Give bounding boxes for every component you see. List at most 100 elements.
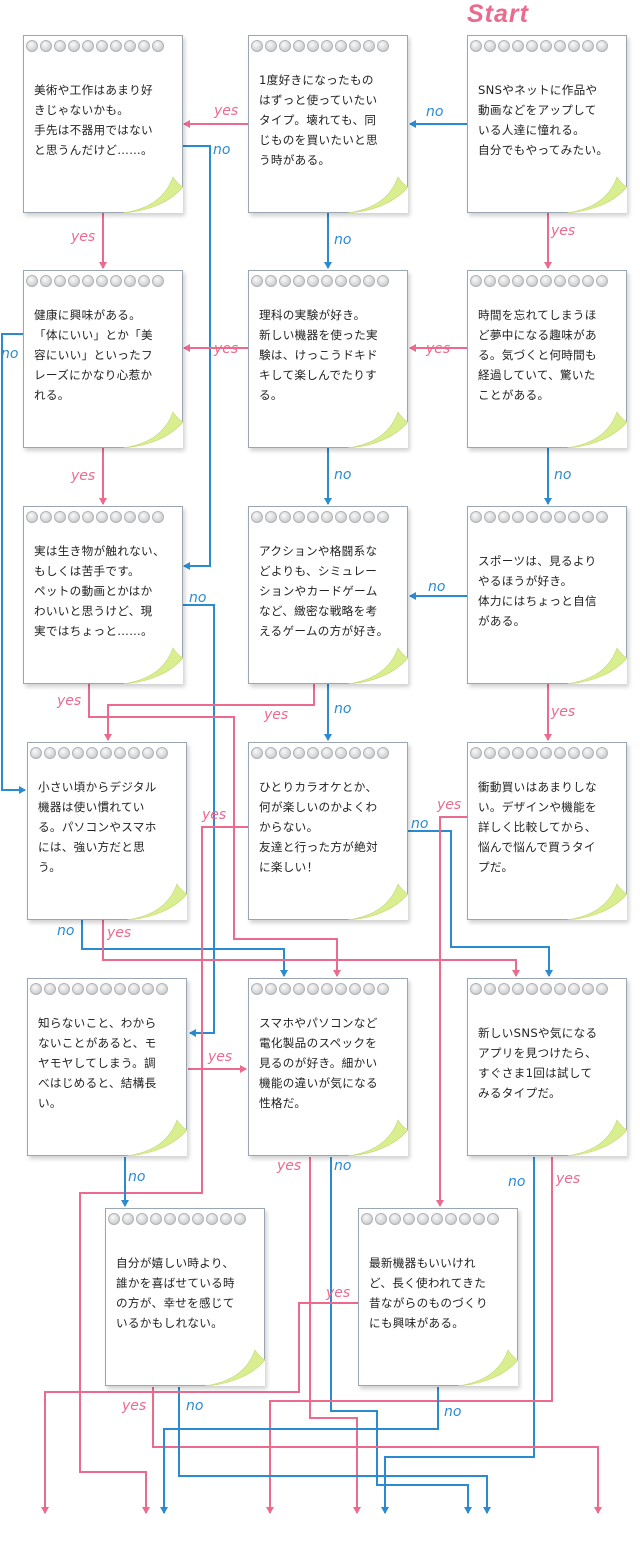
edge-q13-no xyxy=(381,1157,535,1514)
binder-ring-icon xyxy=(279,40,291,52)
binder-ring-icon xyxy=(363,511,375,523)
binder-ring-icon xyxy=(100,983,112,995)
binder-ring-icon xyxy=(96,40,108,52)
binder-ring-icon xyxy=(568,511,580,523)
question-text: 自分が嬉しい時より、 誰かを喜ばせている時 の方が、幸せを感じて いるかもしれな… xyxy=(116,1256,235,1330)
question-card-q8: アクションや格闘系な どよりも、シミュレー ションやカードゲーム など、緻密な戦… xyxy=(248,506,408,684)
binder-ring-icon xyxy=(498,275,510,287)
binder-ring-icon xyxy=(68,275,80,287)
edge-label-no: no xyxy=(426,104,443,120)
page-curl-icon xyxy=(348,411,408,448)
binder-ring-icon xyxy=(44,747,56,759)
question-text: スマホやパソコンなど 電化製品のスペックを 見るのが好き。細かい 機能の違いが気… xyxy=(259,1016,378,1110)
binder-ring-icon xyxy=(72,983,84,995)
binder-ring-icon xyxy=(582,40,594,52)
binder-ring-icon xyxy=(40,40,52,52)
edge-label-yes: yes xyxy=(276,1158,301,1174)
binder-rings xyxy=(108,1213,246,1225)
page-curl-icon xyxy=(348,1119,408,1156)
binder-ring-icon xyxy=(114,983,126,995)
binder-ring-icon xyxy=(582,983,594,995)
binder-ring-icon xyxy=(265,511,277,523)
binder-ring-icon xyxy=(307,983,319,995)
binder-ring-icon xyxy=(40,511,52,523)
binder-ring-icon xyxy=(82,275,94,287)
edge-q6-no xyxy=(1,333,26,794)
binder-ring-icon xyxy=(431,1213,443,1225)
question-card-q9: 実は生き物が触れない、 もしくは苦手です。 ペットの動画とかはか わいいと思うけ… xyxy=(23,506,183,684)
binder-rings xyxy=(470,983,608,995)
edge-label-no: no xyxy=(189,590,206,606)
binder-ring-icon xyxy=(265,747,277,759)
edge-label-no: no xyxy=(334,701,351,717)
binder-ring-icon xyxy=(321,511,333,523)
question-text: 新しいSNSや気になる アプリを見つけたら、 すぐさま1回は試して みるタイプだ… xyxy=(478,1026,598,1100)
binder-ring-icon xyxy=(58,747,70,759)
question-card-q10: 衝動買いはあまりしな い。デザインや機能を 詳しく比較してから、 悩んで悩んで買… xyxy=(467,742,627,920)
binder-ring-icon xyxy=(110,275,122,287)
binder-ring-icon xyxy=(44,983,56,995)
binder-ring-icon xyxy=(349,275,361,287)
page-curl-icon xyxy=(348,176,408,213)
binder-ring-icon xyxy=(293,747,305,759)
binder-ring-icon xyxy=(540,511,552,523)
question-text: 最新機器もいいけれ ど、長く使われてきた 昔ながらのものづくり にも興味がある。 xyxy=(369,1256,488,1330)
binder-ring-icon xyxy=(484,275,496,287)
binder-ring-icon xyxy=(512,511,524,523)
binder-ring-icon xyxy=(349,983,361,995)
edge-label-yes: yes xyxy=(106,925,131,941)
binder-ring-icon xyxy=(498,747,510,759)
binder-rings xyxy=(30,983,168,995)
question-card-q5: 理科の実験が好き。 新しい機器を使った実 験は、けっこうドキド キして楽しんでた… xyxy=(248,270,408,448)
binder-ring-icon xyxy=(30,983,42,995)
question-text: 1度好きになったもの はずっと使っていたい タイプ。壊れても、同 じものを買いた… xyxy=(259,73,378,167)
binder-ring-icon xyxy=(554,40,566,52)
binder-ring-icon xyxy=(526,511,538,523)
binder-ring-icon xyxy=(142,983,154,995)
binder-ring-icon xyxy=(582,275,594,287)
binder-ring-icon xyxy=(68,511,80,523)
binder-ring-icon xyxy=(335,40,347,52)
question-card-q16: 自分が嬉しい時より、 誰かを喜ばせている時 の方が、幸せを感じて いるかもしれな… xyxy=(105,1208,265,1386)
binder-ring-icon xyxy=(484,40,496,52)
question-card-q13: 新しいSNSや気になる アプリを見つけたら、 すぐさま1回は試して みるタイプだ… xyxy=(467,978,627,1156)
edge-q3-no xyxy=(182,145,211,570)
binder-ring-icon xyxy=(293,275,305,287)
question-text: 理科の実験が好き。 新しい機器を使った実 験は、けっこうドキド キして楽しんでた… xyxy=(259,308,378,402)
binder-ring-icon xyxy=(142,747,154,759)
binder-ring-icon xyxy=(526,747,538,759)
binder-ring-icon xyxy=(554,275,566,287)
page-curl-icon xyxy=(458,1349,518,1386)
edge-label-yes: yes xyxy=(550,704,575,720)
edge-q17-no xyxy=(160,1387,439,1514)
binder-ring-icon xyxy=(86,747,98,759)
edge-label-no: no xyxy=(334,1158,351,1174)
binder-ring-icon xyxy=(54,511,66,523)
binder-ring-icon xyxy=(114,747,126,759)
binder-ring-icon xyxy=(487,1213,499,1225)
binder-ring-icon xyxy=(568,747,580,759)
binder-ring-icon xyxy=(124,275,136,287)
binder-ring-icon xyxy=(136,1213,148,1225)
binder-rings xyxy=(251,275,389,287)
edge-label-no: no xyxy=(186,1398,203,1414)
binder-ring-icon xyxy=(152,40,164,52)
question-card-q2: 1度好きになったもの はずっと使っていたい タイプ。壊れても、同 じものを買いた… xyxy=(248,35,408,213)
edge-label-yes: yes xyxy=(263,707,288,723)
binder-ring-icon xyxy=(152,275,164,287)
binder-ring-icon xyxy=(470,511,482,523)
binder-ring-icon xyxy=(156,747,168,759)
binder-ring-icon xyxy=(526,983,538,995)
edge-label-no: no xyxy=(128,1169,145,1185)
binder-ring-icon xyxy=(265,40,277,52)
binder-ring-icon xyxy=(596,40,608,52)
binder-ring-icon xyxy=(582,747,594,759)
binder-ring-icon xyxy=(178,1213,190,1225)
page-curl-icon xyxy=(123,647,183,684)
binder-ring-icon xyxy=(596,511,608,523)
edge-label-yes: yes xyxy=(70,229,95,245)
binder-ring-icon xyxy=(568,275,580,287)
binder-ring-icon xyxy=(26,275,38,287)
question-text: アクションや格闘系な どよりも、シミュレー ションやカードゲーム など、緻密な戦… xyxy=(259,544,389,638)
binder-ring-icon xyxy=(68,40,80,52)
